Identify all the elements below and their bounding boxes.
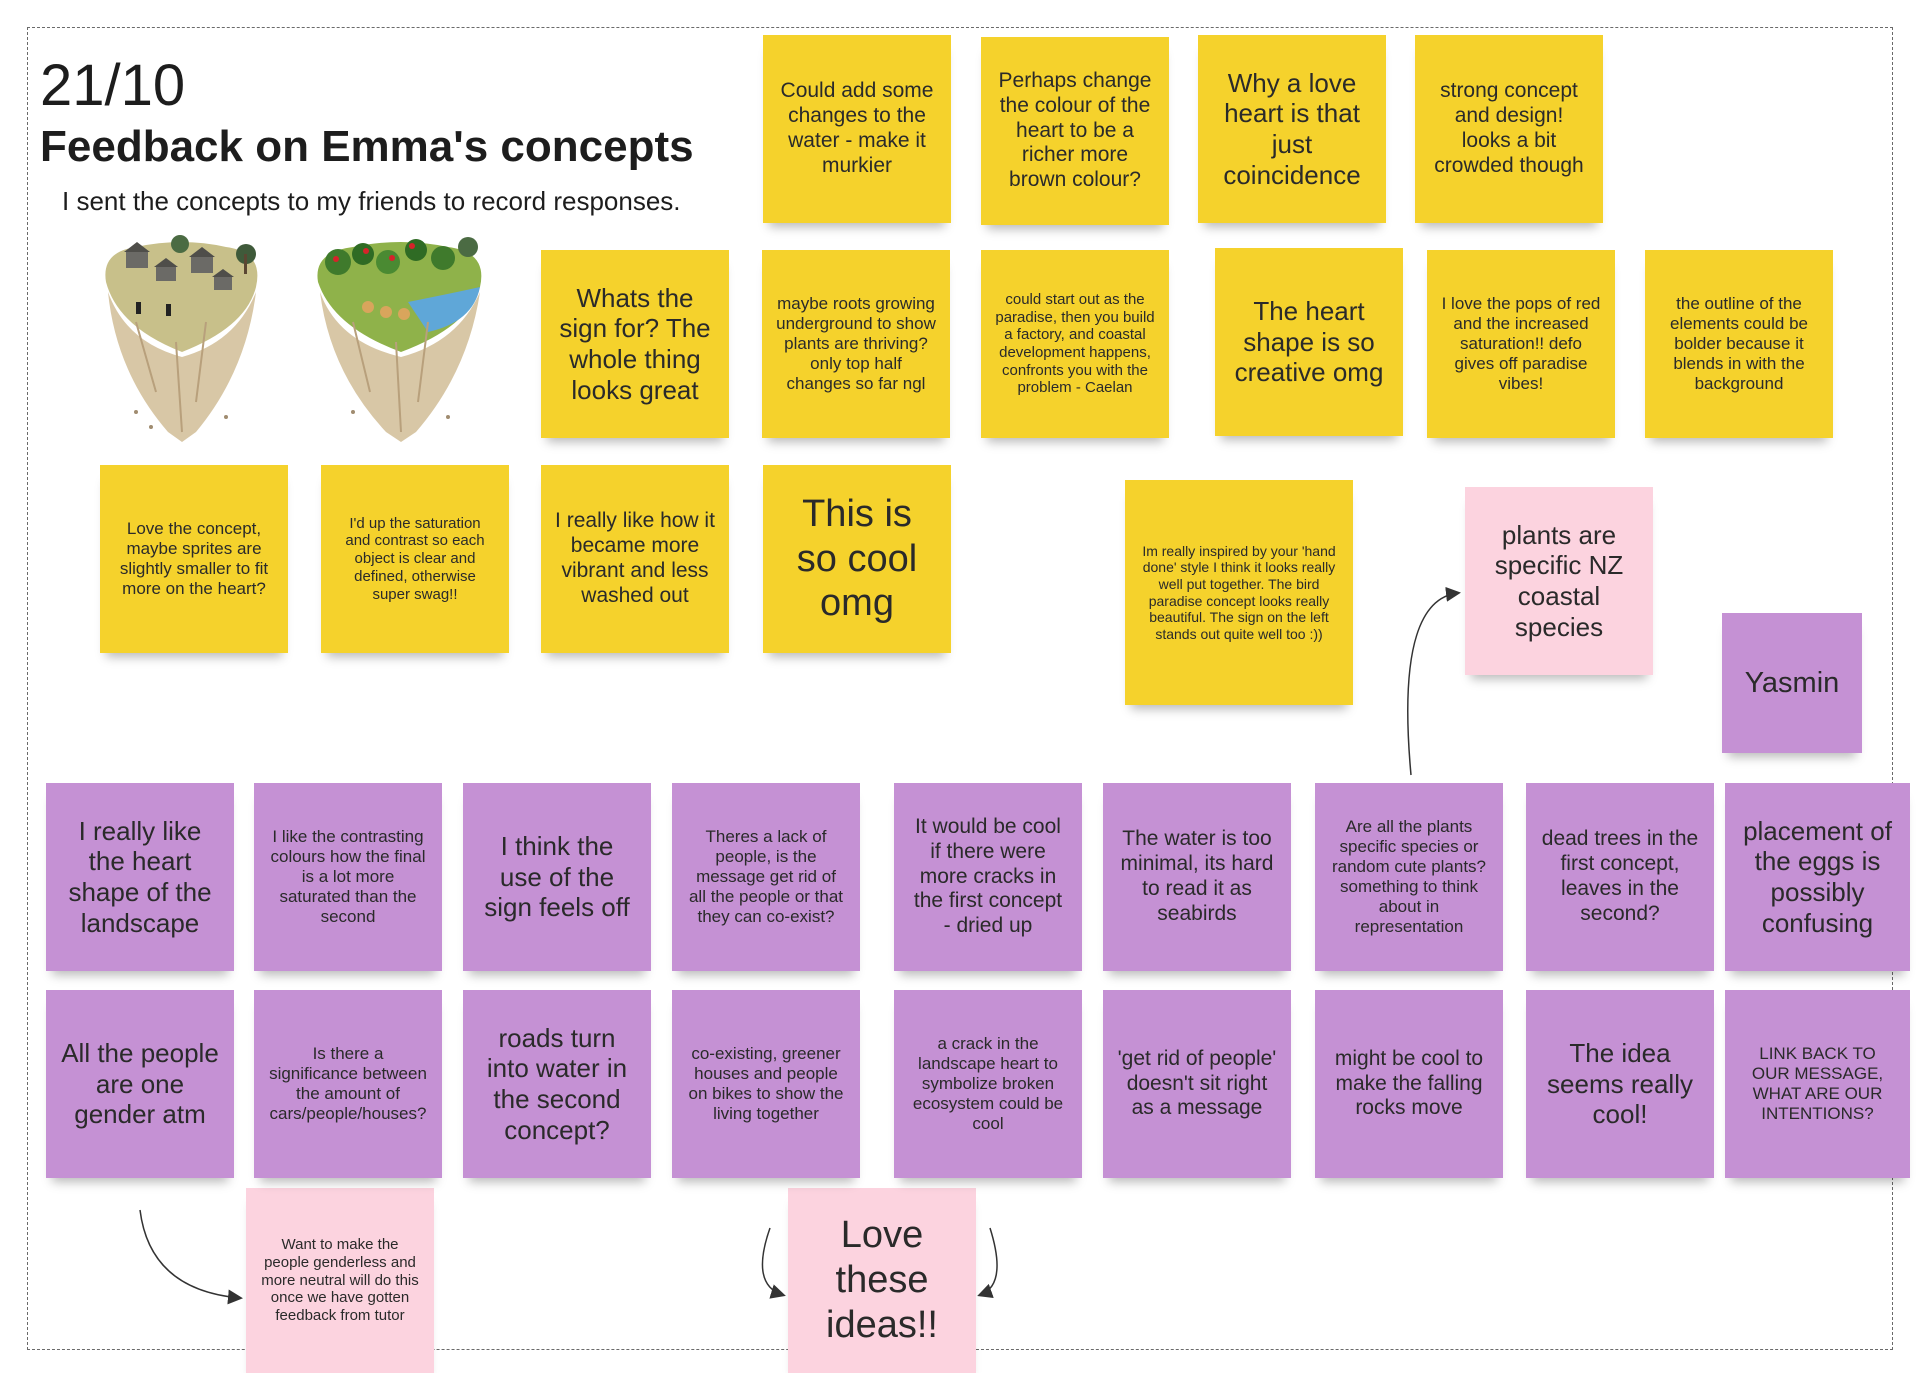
sticky-note-purple[interactable]: All the people are one gender atm [46,990,234,1178]
sticky-note-yellow[interactable]: the outline of the elements could be bol… [1645,250,1833,438]
sticky-note-yellow[interactable]: Perhaps change the colour of the heart t… [981,37,1169,225]
note-text: Love the concept, maybe sprites are slig… [119,518,269,599]
note-text: I love the pops of red and the increased… [1441,293,1601,394]
sticky-note-purple[interactable]: LINK BACK TO OUR MESSAGE, WHAT ARE OUR I… [1725,990,1910,1178]
sticky-note-purple[interactable]: I think the use of the sign feels off [463,783,651,971]
note-text: strong concept and design! looks a bit c… [1434,79,1584,177]
note-text: Whats the sign for? The whole thing look… [559,282,711,405]
note-text: maybe roots growing underground to show … [776,293,936,394]
concept-1-island-icon[interactable] [96,232,268,444]
note-text: I'd up the saturation and contrast so ea… [345,514,485,603]
note-text: plants are specific NZ coastal species [1494,519,1624,642]
sticky-note-purple[interactable]: dead trees in the first concept, leaves … [1526,783,1714,971]
sticky-note-yellow[interactable]: could start out as the paradise, then yo… [981,250,1169,438]
note-text: Theres a lack of people, is the message … [688,826,844,927]
note-text: LINK BACK TO OUR MESSAGE, WHAT ARE OUR I… [1751,1043,1884,1124]
note-text: Perhaps change the colour of the heart t… [998,69,1152,192]
sticky-note-purple[interactable]: co-existing, greener houses and people o… [672,990,860,1178]
sticky-note-purple[interactable]: roads turn into water in the second conc… [463,990,651,1178]
note-text: Could add some changes to the water - ma… [780,79,934,177]
sticky-note-purple[interactable]: Are all the plants specific species or r… [1315,783,1503,971]
page-date: 21/10 [40,53,186,118]
sticky-note-yellow[interactable]: Why a love heart is that just coincidenc… [1198,35,1386,223]
note-text: I really like how it became more vibrant… [555,509,715,607]
sticky-note-pink[interactable]: Love these ideas!! [788,1188,976,1373]
sticky-note-yellow[interactable]: The heart shape is so creative omg [1215,248,1403,436]
note-text: Want to make the people genderless and m… [261,1236,419,1325]
sticky-note-purple[interactable]: Is there a significance between the amou… [254,990,442,1178]
note-text: I think the use of the sign feels off [484,830,630,923]
sticky-note-yellow[interactable]: Whats the sign for? The whole thing look… [541,250,729,438]
sticky-note-purple[interactable]: I like the contrasting colours how the f… [254,783,442,971]
note-text: might be cool to make the falling rocks … [1334,1046,1484,1120]
sticky-note-purple[interactable]: Theres a lack of people, is the message … [672,783,860,971]
page-title: Feedback on Emma's concepts [40,122,694,171]
sticky-note-purple[interactable]: placement of the eggs is possibly confus… [1725,783,1910,971]
note-text: could start out as the paradise, then yo… [995,290,1155,397]
sticky-note-yellow[interactable]: I really like how it became more vibrant… [541,465,729,653]
note-text: a crack in the landscape heart to symbol… [912,1033,1064,1134]
note-text: It would be cool if there were more crac… [913,815,1063,938]
sticky-note-yellow[interactable]: I'd up the saturation and contrast so ea… [321,465,509,653]
sticky-note-purple[interactable]: The idea seems really cool! [1526,990,1714,1178]
note-text: the outline of the elements could be bol… [1670,293,1808,394]
sticky-note-purple[interactable]: It would be cool if there were more crac… [894,783,1082,971]
sticky-note-pink[interactable]: Want to make the people genderless and m… [246,1188,434,1373]
note-text: co-existing, greener houses and people o… [688,1043,844,1124]
sticky-note-purple[interactable]: Yasmin [1722,613,1862,753]
sticky-note-yellow[interactable]: Love the concept, maybe sprites are slig… [100,465,288,653]
note-text: Im really inspired by your 'hand done' s… [1142,542,1336,642]
note-text: The heart shape is so creative omg [1234,295,1384,388]
note-text: Is there a significance between the amou… [269,1043,427,1124]
sticky-note-purple[interactable]: a crack in the landscape heart to symbol… [894,990,1082,1178]
note-text: placement of the eggs is possibly confus… [1743,815,1892,938]
note-text: Love these ideas!! [826,1214,938,1346]
note-text: dead trees in the first concept, leaves … [1541,827,1699,925]
sticky-note-purple[interactable]: might be cool to make the falling rocks … [1315,990,1503,1178]
sticky-note-purple[interactable]: The water is too minimal, its hard to re… [1103,783,1291,971]
note-text: Yasmin [1744,666,1840,699]
note-text: This is so cool omg [796,492,918,625]
note-text: roads turn into water in the second conc… [486,1022,628,1145]
note-text: I like the contrasting colours how the f… [270,826,426,927]
sticky-note-purple[interactable]: 'get rid of people' doesn't sit right as… [1103,990,1291,1178]
sticky-note-yellow[interactable]: This is so cool omg [763,465,951,653]
sticky-note-yellow[interactable]: maybe roots growing underground to show … [762,250,950,438]
note-text: All the people are one gender atm [61,1037,219,1130]
note-text: I really like the heart shape of the lan… [68,815,212,938]
concept-2-island-icon[interactable] [308,232,494,444]
note-text: The water is too minimal, its hard to re… [1120,827,1274,925]
note-text: The idea seems really cool! [1547,1037,1693,1130]
note-text: 'get rid of people' doesn't sit right as… [1117,1046,1277,1120]
sticky-note-yellow[interactable]: Im really inspired by your 'hand done' s… [1125,480,1353,705]
page-subtitle: I sent the concepts to my friends to rec… [62,186,681,216]
sticky-note-yellow[interactable]: strong concept and design! looks a bit c… [1415,35,1603,223]
sticky-note-pink[interactable]: plants are specific NZ coastal species [1465,487,1653,675]
note-text: Are all the plants specific species or r… [1331,816,1487,937]
sticky-note-purple[interactable]: I really like the heart shape of the lan… [46,783,234,971]
sticky-note-yellow[interactable]: Could add some changes to the water - ma… [763,35,951,223]
sticky-note-yellow[interactable]: I love the pops of red and the increased… [1427,250,1615,438]
note-text: Why a love heart is that just coincidenc… [1223,67,1361,190]
